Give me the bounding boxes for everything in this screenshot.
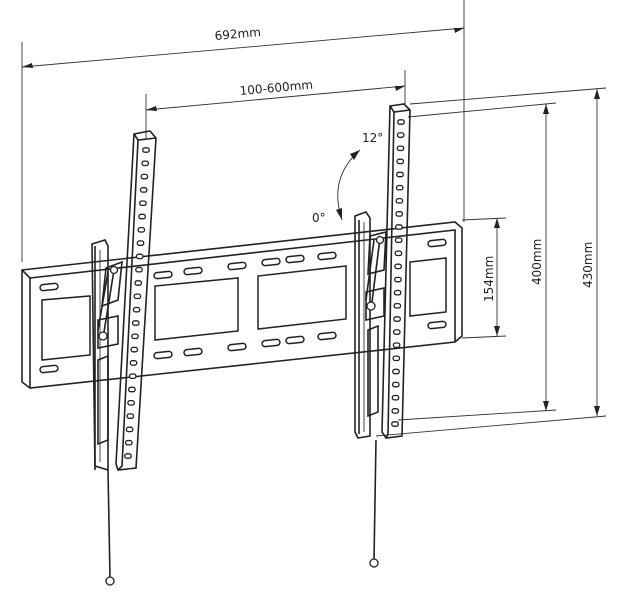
- vesa-range-dimension: 100-600mm: [145, 70, 406, 140]
- rail-hole: [393, 316, 401, 322]
- rail-hole: [124, 439, 133, 446]
- rail-hole: [391, 408, 400, 414]
- rail-hole: [397, 119, 405, 125]
- rail-hole: [133, 293, 142, 300]
- tilt-indicator: 12° 0°: [312, 131, 383, 225]
- rail-spacing-dimension: 400mm: [397, 102, 557, 421]
- rail-hole: [396, 132, 405, 138]
- rail-hole: [139, 200, 147, 207]
- rail-height-dimension: 430mm: [375, 87, 607, 437]
- left-vertical-rail: [115, 130, 157, 471]
- rail-hole: [139, 187, 148, 193]
- rail-hole: [128, 386, 136, 393]
- vesa-range-label: 100-600mm: [239, 78, 313, 98]
- rail-hole: [125, 426, 134, 433]
- rail-hole: [391, 394, 400, 401]
- rail-hole: [393, 302, 402, 309]
- rail-hole: [131, 333, 139, 340]
- rail-hole: [132, 306, 141, 313]
- rail-hole: [135, 266, 143, 273]
- overall-width-label: 692mm: [214, 25, 261, 43]
- rail-hole: [392, 329, 401, 335]
- rail-hole: [130, 346, 139, 353]
- rail-hole: [391, 421, 399, 427]
- rail-hole: [395, 197, 404, 204]
- upper-slot-row: [39, 238, 447, 292]
- rail-hole: [391, 381, 400, 388]
- rail-hole: [395, 211, 404, 217]
- rail-hole: [142, 147, 150, 153]
- rail-hole: [396, 145, 405, 152]
- rail-hole: [138, 213, 146, 220]
- left-bracket-assembly: [91, 130, 157, 586]
- rail-hole: [135, 253, 144, 260]
- rail-hole: [136, 240, 145, 246]
- rail-hole: [394, 276, 402, 283]
- rail-height-label: 430mm: [581, 242, 595, 288]
- rail-hole: [392, 368, 400, 375]
- rail-hole: [394, 237, 403, 244]
- plate-height-label: 154mm: [482, 256, 496, 302]
- rail-hole: [392, 355, 401, 362]
- rail-hole: [141, 160, 150, 167]
- right-vertical-rail: [381, 103, 411, 439]
- tilt-min-label: 0°: [312, 211, 326, 225]
- rail-hole: [396, 171, 404, 178]
- rail-hole: [129, 360, 138, 366]
- plate-height-dimension: 154mm: [461, 217, 507, 339]
- rail-hole: [124, 453, 132, 459]
- rail-hole: [131, 320, 140, 326]
- rail-hole: [394, 263, 402, 270]
- rail-hole: [395, 224, 403, 230]
- rail-hole: [140, 173, 149, 180]
- right-bracket-assembly: [354, 103, 411, 568]
- rail-hole: [128, 373, 137, 380]
- wall-plate: [21, 221, 463, 389]
- rail-hole: [396, 158, 405, 165]
- rail-hole: [395, 184, 404, 191]
- overall-width-dimension: 692mm: [21, 0, 465, 262]
- rail-spacing-label: 400mm: [530, 239, 544, 285]
- rail-hole: [392, 342, 401, 349]
- tilt-max-label: 12°: [362, 131, 383, 145]
- rail-hole: [394, 250, 403, 257]
- rail-hole: [393, 289, 402, 296]
- rail-hole: [127, 399, 135, 406]
- rail-hole: [137, 226, 146, 233]
- lower-slot-row: [39, 320, 447, 374]
- rail-hole: [126, 413, 135, 419]
- rail-hole: [134, 280, 143, 286]
